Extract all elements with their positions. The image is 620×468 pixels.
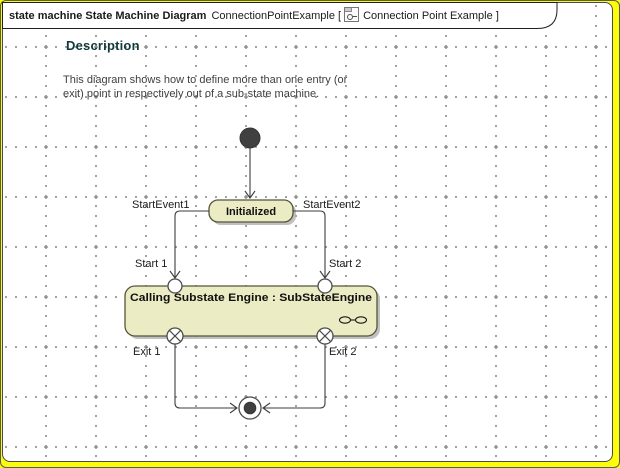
transition-initial-to-initialized[interactable] [244, 148, 256, 199]
diagram-frame-title[interactable]: state machine State Machine Diagram Conne… [9, 6, 499, 26]
icon-state-circle [347, 14, 354, 20]
entry-point-start2-label[interactable]: Start 2 [329, 258, 361, 270]
frame-context-name: ConnectionPointExample [ [211, 10, 342, 22]
state-machine-diagram-icon [344, 7, 360, 22]
exit-point-exit1-label[interactable]: Exit 1 [133, 346, 161, 358]
diagram-canvas[interactable] [2, 2, 613, 462]
exit-point-exit2-label[interactable]: Exit 2 [329, 346, 357, 358]
description-line-1: This diagram shows how to define more th… [63, 74, 348, 86]
description-line-2: exit) point in respectively out of a sub… [63, 87, 320, 100]
exit-point-exit1[interactable] [166, 327, 184, 345]
transition-exit1-to-final[interactable] [174, 344, 238, 414]
exit-point-exit2[interactable] [316, 327, 334, 345]
description-heading[interactable]: Description [66, 38, 140, 53]
frame-title-keyword: state machine State Machine Diagram [9, 10, 207, 22]
frame-diagram-name: Connection Point Example [363, 10, 493, 22]
icon-titlebar [345, 8, 353, 12]
transition-exit2-to-final[interactable] [262, 344, 326, 414]
entry-point-start2[interactable] [317, 278, 333, 294]
transition-startevent1[interactable] [169, 210, 209, 279]
state-substate-engine-name[interactable]: Calling Substate Engine : SubStateEngine [130, 292, 372, 304]
description-body[interactable]: This diagram shows how to define more th… [63, 74, 413, 101]
initial-pseudostate[interactable] [239, 127, 261, 149]
final-state[interactable] [238, 396, 262, 420]
submachine-icon [338, 316, 368, 324]
state-substate-engine[interactable] [124, 285, 378, 337]
state-initialized-name[interactable]: Initialized [226, 206, 276, 218]
entry-point-start1[interactable] [167, 278, 183, 294]
transition-startevent2[interactable] [293, 210, 331, 279]
transition-startevent2-label[interactable]: StartEvent2 [303, 199, 360, 211]
entry-point-start1-label[interactable]: Start 1 [135, 258, 167, 270]
diagram-frame-tab[interactable] [2, 2, 558, 29]
frame-bracket-close: ] [495, 10, 499, 22]
icon-arrow [353, 16, 358, 17]
transition-startevent1-label[interactable]: StartEvent1 [132, 199, 189, 211]
